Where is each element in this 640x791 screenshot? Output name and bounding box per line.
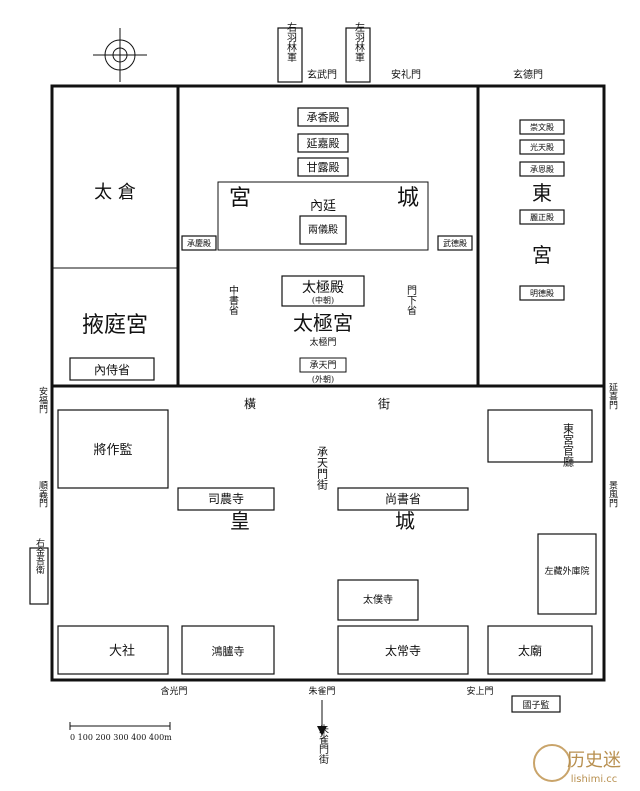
right-jinwu-label: 右金吾衛 <box>34 537 45 575</box>
imperial-cheng-label: 城 <box>395 509 415 533</box>
taiji-hall-sub: (中朝) <box>312 295 334 305</box>
jie-label: 街 <box>378 397 390 411</box>
menxia-label: 門下省 <box>405 285 417 316</box>
taimiao-label: 太廟 <box>518 643 542 658</box>
guozi-label: 國子監 <box>522 699 549 711</box>
taichang-label: 太常寺 <box>385 643 421 658</box>
zhongshu-label: 中書省 <box>227 284 239 316</box>
mingde-label: 明德殿 <box>530 288 554 298</box>
sinong-label: 司農寺 <box>208 492 244 506</box>
watermark-cn: 历史迷 <box>567 750 621 771</box>
scale-bar: 0 100 200 300 400 400m <box>69 722 172 742</box>
zhuque-gate-label: 朱雀門 <box>308 685 335 697</box>
liangyi-label: 兩儀殿 <box>308 223 338 236</box>
yeting-label: 掖庭宮 <box>82 313 148 338</box>
taicang-label: 太 倉 <box>94 182 136 203</box>
east-guard-box <box>345 27 371 83</box>
hanguang-gate-label: 含光門 <box>160 685 187 697</box>
east-gong-label: 宮 <box>532 243 552 267</box>
neishi-box <box>69 357 155 381</box>
south-arrow-icon <box>317 726 327 736</box>
compass-icon <box>93 28 147 82</box>
scale-label: 0 100 200 300 400 400m <box>70 733 172 742</box>
jingfeng-gate-label: 景風門 <box>607 480 618 508</box>
east-guard-label: 左羽林軍 <box>353 21 365 62</box>
east-dong-label: 東 <box>532 181 552 205</box>
wude-label: 武德殿 <box>443 238 467 248</box>
neishi-label: 內侍省 <box>94 363 130 377</box>
palace-cheng-label: 城 <box>397 186 419 211</box>
dongguan-label: 東宮官廳 <box>562 423 575 468</box>
shunyi-gate-label: 順義門 <box>37 480 48 508</box>
ganlu-label: 甘露殿 <box>307 161 340 174</box>
xuanwu-gate-label: 玄武門 <box>307 68 337 81</box>
anshang-gate-label: 安上門 <box>466 685 493 697</box>
heng-label: 橫 <box>244 397 256 411</box>
west-guard-box <box>277 27 303 83</box>
yanjia-label: 延嘉殿 <box>307 136 340 150</box>
chengtian-sub: (外朝) <box>312 374 334 384</box>
guangtian-label: 光天殿 <box>530 142 554 152</box>
neiting-label: 內廷 <box>310 199 336 214</box>
ziyi-label: 左藏外庫院 <box>544 565 589 577</box>
west-guard-label: 右羽林軍 <box>285 21 297 62</box>
chongwen-label: 崇文殿 <box>530 122 554 132</box>
chengqing-label: 承慶殿 <box>187 238 211 248</box>
chengtian-label: 承天門 <box>309 360 336 371</box>
xuande-gate-label: 玄德門 <box>513 68 543 81</box>
honglu-label: 鴻臚寺 <box>212 644 245 658</box>
yanxi-gate-label: 延喜門 <box>607 381 618 410</box>
lizheng-label: 麗正殿 <box>530 213 554 222</box>
jiangzuo-label: 將作監 <box>93 442 132 458</box>
taiji-hall-label: 太極殿 <box>302 280 344 296</box>
anli-gate-label: 安礼門 <box>391 68 421 81</box>
zhuque-street-label: 朱雀門街 <box>317 724 329 765</box>
shangshu-label: 尚書省 <box>385 492 421 506</box>
chengen-label: 承恩殿 <box>530 165 554 174</box>
site-logo: 历史迷 lishimi.cc <box>532 738 636 788</box>
watermark-url: lishimi.cc <box>571 774 618 785</box>
taipu-label: 太僕寺 <box>363 593 393 606</box>
taishe-label: 大社 <box>109 643 135 659</box>
taiji-gong-label: 太極宮 <box>293 311 353 335</box>
chengxiang-label: 承香殿 <box>307 111 340 124</box>
imperial-city-wall <box>50 384 606 682</box>
palace-gong-label: 宮 <box>229 186 251 211</box>
taiji-gate-label: 太極門 <box>309 336 336 348</box>
huang-label: 皇 <box>230 509 250 533</box>
anfu-gate-label: 安福門 <box>37 385 48 414</box>
chengtian-street-label: 承天門街 <box>316 446 329 491</box>
